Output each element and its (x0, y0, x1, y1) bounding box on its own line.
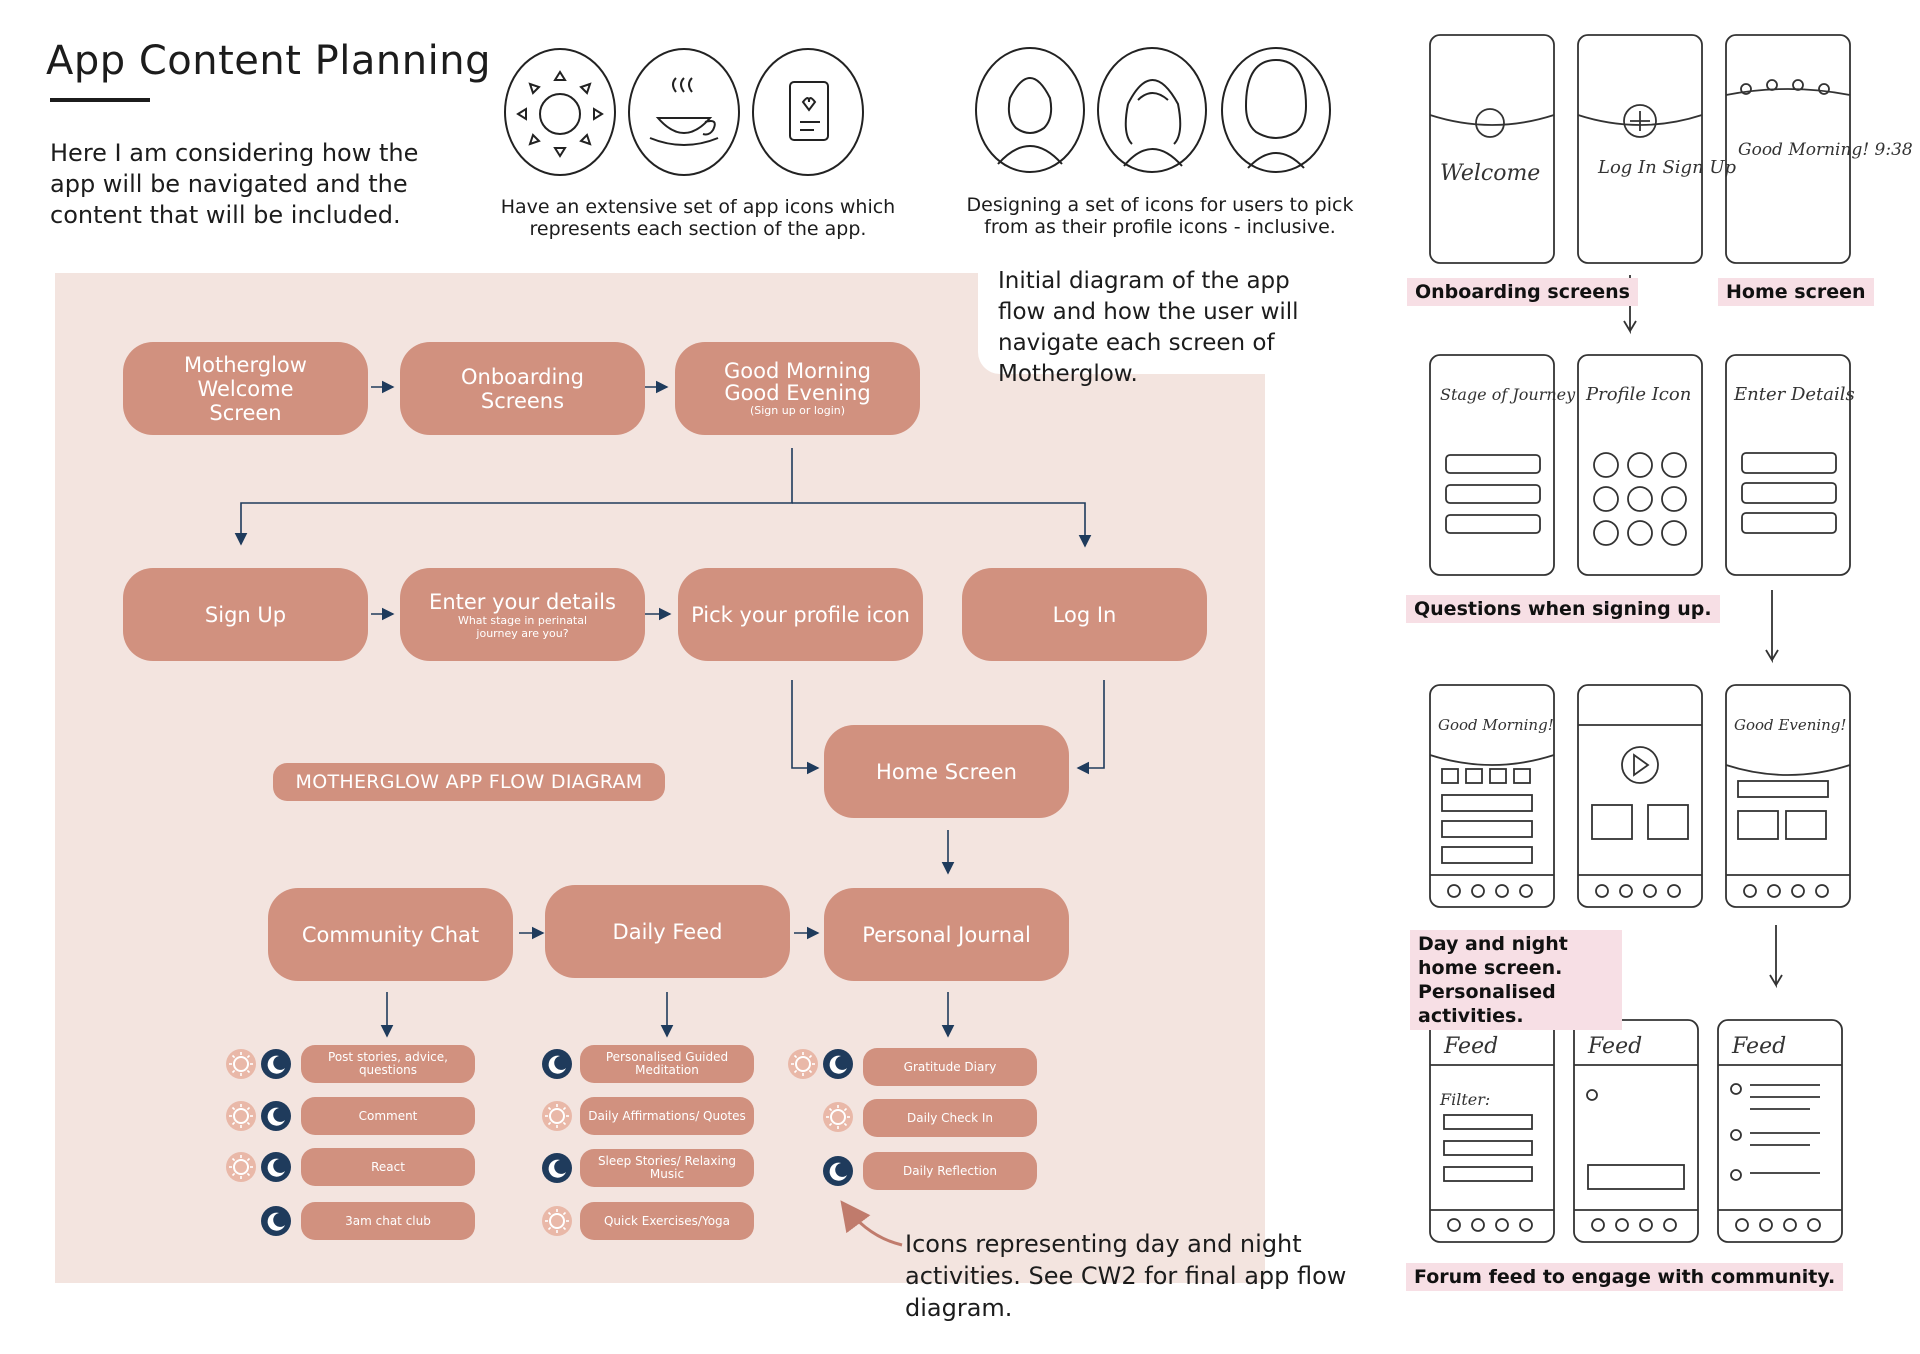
wireframe-profile-icon (1577, 354, 1703, 576)
moon-icon (261, 1101, 291, 1131)
moon-icon (261, 1049, 291, 1079)
diagram-label: MOTHERGLOW APP FLOW DIAGRAM (273, 763, 665, 801)
sun-icon (541, 1100, 573, 1132)
sun-icon (225, 1100, 257, 1132)
sketch-text: Filter: (1439, 1090, 1490, 1109)
sun-icon (787, 1048, 819, 1080)
profile-icons-caption: Designing a set of icons for users to pi… (966, 194, 1354, 238)
node-label: Enter your details (429, 589, 616, 614)
node-label: Personal Journal (862, 922, 1031, 947)
diagram-note: Initial diagram of the app flow and how … (998, 268, 1299, 387)
tag-day-night: Day and night home screen. Personalised … (1410, 930, 1622, 1030)
node-onboarding-screens[interactable]: Onboarding Screens (400, 342, 645, 435)
profile-avatar-icon (975, 47, 1085, 173)
node-label: Onboarding Screens (461, 364, 584, 413)
tag-onboarding-screens: Onboarding screens (1407, 278, 1638, 306)
diagram-note-box (978, 258, 1348, 374)
item-post-stories: Post stories, advice, questions (301, 1045, 475, 1083)
node-personal-journal[interactable]: Personal Journal (824, 888, 1069, 981)
node-good-morning-evening[interactable]: Good Morning Good Evening(Sign up or log… (675, 342, 920, 435)
profile-icons-group (975, 47, 1331, 173)
wireframe-enter-details (1725, 354, 1851, 576)
wireframe-feed-post (1573, 1019, 1699, 1243)
tag-home-screen: Home screen (1718, 278, 1874, 306)
moon-icon (823, 1049, 853, 1079)
sketch-arrow (1769, 925, 1783, 989)
node-label: Daily Feed (612, 919, 723, 944)
tag-questions: Questions when signing up. (1406, 595, 1720, 623)
wireframe-feed-list (1717, 1019, 1843, 1243)
sun-icon (225, 1151, 257, 1183)
app-icons-caption: Have an extensive set of app icons which… (500, 196, 896, 240)
node-label: Community Chat (301, 922, 480, 947)
footnote: Icons representing day and night activit… (905, 1230, 1347, 1322)
card-icon (752, 48, 864, 176)
node-community-chat[interactable]: Community Chat (268, 888, 513, 981)
wireframe-day-home (1429, 684, 1555, 908)
sketch-text: Welcome (1440, 161, 1540, 186)
tag-forum-feed: Forum feed to engage with community. (1406, 1263, 1844, 1291)
coffee-cup-icon (628, 48, 740, 176)
node-sign-up[interactable]: Sign Up (123, 568, 368, 661)
item-comment: Comment (301, 1097, 475, 1135)
sun-icon (822, 1101, 854, 1133)
item-daily-affirmations: Daily Affirmations/ Quotes (580, 1097, 754, 1135)
node-label: Motherglow Welcome Screen (184, 352, 307, 425)
wireframe-login-signup (1577, 34, 1703, 264)
sketch-text: Stage of Journey (1440, 385, 1576, 404)
sun-icon (541, 1205, 573, 1237)
item-daily-check-in: Daily Check In (863, 1099, 1037, 1137)
app-icons-group (504, 48, 864, 176)
item-gratitude-diary: Gratitude Diary (863, 1048, 1037, 1086)
sun-icon (504, 48, 616, 176)
moon-icon (542, 1153, 572, 1183)
sun-icon (225, 1048, 257, 1080)
profile-avatar-icon (1221, 47, 1331, 173)
item-daily-reflection: Daily Reflection (863, 1152, 1037, 1190)
intro-text: Here I am considering how the app will b… (50, 139, 419, 229)
wireframe-home-greeting (1725, 34, 1851, 264)
moon-icon (261, 1152, 291, 1182)
item-react: React (301, 1148, 475, 1186)
sketch-text: Good Morning! 9:38 (1738, 140, 1913, 160)
sketch-text: Feed (1443, 1034, 1498, 1059)
wireframe-night-home (1725, 684, 1851, 908)
node-label: Log In (1052, 602, 1117, 627)
item-guided-meditation: Personalised Guided Meditation (580, 1045, 754, 1083)
sketch-text: Good Evening! (1734, 716, 1846, 734)
page-title: App Content Planning (46, 38, 491, 84)
sketch-text: Log In Sign Up (1597, 157, 1737, 178)
node-label: Home Screen (876, 759, 1017, 784)
node-label: Pick your profile icon (691, 602, 910, 627)
node-label: Good Morning Good Evening (724, 359, 871, 405)
sketch-text: Profile Icon (1585, 384, 1691, 405)
wireframe-stage-of-journey (1429, 354, 1555, 576)
node-sublabel: What stage in perinatal journey are you? (457, 613, 588, 640)
profile-avatar-icon (1097, 47, 1207, 173)
node-home-screen[interactable]: Home Screen (824, 725, 1069, 818)
node-sublabel: (Sign up or login) (749, 404, 846, 417)
item-3am-chat-club: 3am chat club (301, 1202, 475, 1240)
sketch-text: Feed (1731, 1034, 1786, 1059)
node-daily-feed[interactable]: Daily Feed (545, 885, 790, 978)
item-quick-exercises: Quick Exercises/Yoga (580, 1202, 754, 1240)
sketch-text: Feed (1587, 1034, 1642, 1059)
node-pick-profile-icon[interactable]: Pick your profile icon (678, 568, 923, 661)
item-sleep-stories: Sleep Stories/ Relaxing Music (580, 1149, 754, 1187)
node-log-in[interactable]: Log In (962, 568, 1207, 661)
sketch-arrow (1765, 590, 1779, 664)
moon-icon (542, 1049, 572, 1079)
moon-icon (823, 1156, 853, 1186)
wireframe-video-home (1577, 684, 1703, 908)
sketch-text: Enter Details (1733, 384, 1855, 405)
title-underline (50, 98, 150, 102)
wireframe-sketches: Welcome Log In Sign Up Good Morning! 9:3… (1429, 34, 1913, 1243)
moon-icon (261, 1206, 291, 1236)
node-welcome-screen[interactable]: Motherglow Welcome Screen (123, 342, 368, 435)
sketch-text: Good Morning! (1438, 716, 1554, 734)
wireframe-welcome (1429, 34, 1555, 264)
node-label: Sign Up (204, 602, 287, 627)
